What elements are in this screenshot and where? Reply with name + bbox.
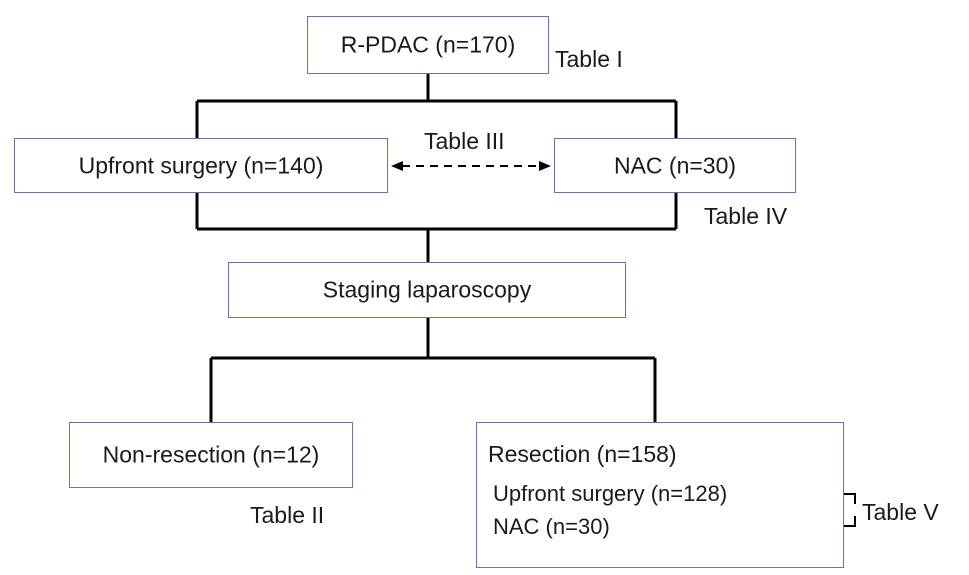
node-nac: NAC (n=30) [554, 138, 796, 193]
arrowhead-left-icon [391, 161, 403, 171]
node-cohort-label: R-PDAC (n=170) [340, 31, 516, 58]
table-ref-v: Table V [862, 499, 939, 525]
table-ref-i: Table I [555, 46, 623, 72]
node-upfront-label: Upfront surgery (n=140) [78, 152, 324, 178]
table-ref-iv: Table IV [704, 203, 788, 229]
node-nonresection-label: Non-resection (n=12) [102, 441, 320, 468]
node-resection: Resection (n=158) Upfront surgery (n=128… [476, 422, 844, 568]
node-resection-title: Resection (n=158) [488, 441, 677, 467]
node-resection-sub-upfront: Upfront surgery (n=128) [493, 481, 728, 506]
node-nac-label: NAC (n=30) [613, 152, 737, 178]
node-staging-label: Staging laparoscopy [322, 276, 532, 303]
arrowhead-right-icon [539, 161, 551, 171]
node-nonresection: Non-resection (n=12) [69, 422, 353, 488]
node-staging-laparoscopy: Staging laparoscopy [228, 262, 626, 318]
table-ref-ii: Table II [250, 502, 325, 528]
table-ref-iii: Table III [424, 128, 505, 154]
node-upfront-surgery: Upfront surgery (n=140) [14, 138, 388, 193]
node-resection-sub-nac: NAC (n=30) [493, 514, 610, 539]
node-cohort: R-PDAC (n=170) [307, 16, 549, 74]
